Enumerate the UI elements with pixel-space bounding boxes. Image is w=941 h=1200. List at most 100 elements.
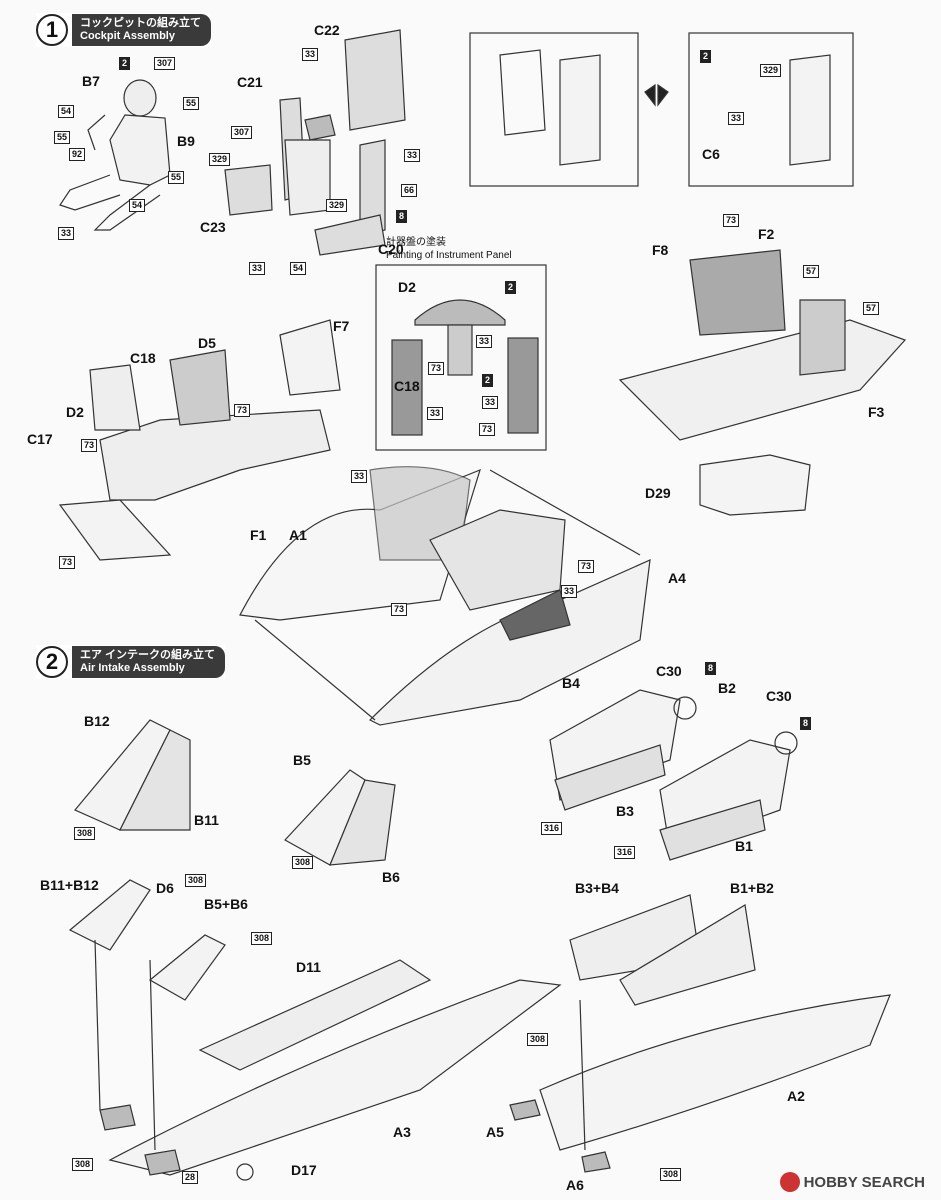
paint-callout-8-b: 8 [705, 662, 717, 675]
paint-callout-55: 55 [183, 97, 200, 110]
paint-callout-308-d: 308 [251, 932, 273, 945]
part-label-b9: B9 [177, 133, 195, 149]
part-label-b3: B3 [616, 803, 634, 819]
part-label-d17: D17 [291, 1162, 317, 1178]
paint-callout-8-c: 8 [800, 717, 812, 730]
step1-title-box: コックピットの組み立て Cockpit Assembly [72, 14, 211, 46]
part-label-a6: A6 [566, 1177, 584, 1193]
seat-drawing [224, 29, 406, 256]
paint-callout-33-e: 33 [728, 112, 745, 125]
paint-callout-308-g: 308 [660, 1168, 682, 1181]
paint-callout-73-b: 73 [428, 362, 445, 375]
paint-callout-54-c: 54 [290, 262, 307, 275]
paint-callout-33-g: 33 [482, 396, 499, 409]
part-label-b5: B5 [293, 752, 311, 768]
paint-callout-308-b: 308 [292, 856, 314, 869]
paint-callout-73-f: 73 [59, 556, 76, 569]
part-label-a2: A2 [787, 1088, 805, 1104]
paint-callout-66: 66 [401, 184, 418, 197]
paint-callout-329-c: 329 [760, 64, 782, 77]
part-label-c21: C21 [237, 74, 263, 90]
part-label-b6: B6 [382, 869, 400, 885]
paint-callout-33-c: 33 [404, 149, 421, 162]
paint-callout-57-b: 57 [863, 302, 880, 315]
step2-title-jp: エア インテークの組み立て [80, 649, 216, 661]
part-label-d2: D2 [66, 404, 84, 420]
paint-callout-33-i: 33 [351, 470, 368, 483]
part-label-b1: B1 [735, 838, 753, 854]
paint-callout-2-c: 2 [505, 281, 517, 294]
paint-callout-308: 308 [74, 827, 96, 840]
instrument-panel-title-jp: 計器盤の塗装 [386, 237, 446, 248]
paint-callout-8: 8 [396, 210, 408, 223]
part-label-f8: F8 [652, 242, 669, 258]
paint-callout-308-f: 308 [527, 1033, 549, 1046]
part-label-b1-b2: B1+B2 [730, 880, 774, 896]
paint-callout-33-f: 33 [476, 335, 493, 348]
step2-number: 2 [36, 646, 68, 678]
watermark-text: HOBBY SEARCH [803, 1173, 925, 1191]
paint-callout-33-h: 33 [427, 407, 444, 420]
part-label-a5: A5 [486, 1124, 504, 1140]
paint-callout-92: 92 [69, 148, 86, 161]
part-label-b2: B2 [718, 680, 736, 696]
part-label-d6: D6 [156, 880, 174, 896]
part-label-f2: F2 [758, 226, 775, 242]
step2-title-box: エア インテークの組み立て Air Intake Assembly [72, 646, 226, 678]
paint-callout-2-d: 2 [482, 374, 494, 387]
hobby-search-logo-icon [779, 1172, 800, 1192]
paint-callout-54-b: 54 [129, 199, 146, 212]
paint-callout-33-d: 33 [249, 262, 266, 275]
part-label-d2-panel: D2 [398, 279, 416, 295]
paint-callout-308-c: 308 [185, 874, 207, 887]
part-label-b4: B4 [562, 675, 580, 691]
paint-callout-2: 2 [119, 57, 131, 70]
paint-callout-316-b: 316 [614, 846, 636, 859]
part-label-c22: C22 [314, 22, 340, 38]
paint-callout-73-e: 73 [81, 439, 98, 452]
part-label-b12: B12 [84, 713, 110, 729]
part-label-b11-b12: B11+B12 [40, 877, 99, 893]
paint-callout-73: 73 [723, 214, 740, 227]
forward-fuselage-drawing [239, 466, 651, 726]
paint-callout-307: 307 [154, 57, 176, 70]
step2-header: 2 エア インテークの組み立て Air Intake Assembly [36, 645, 226, 679]
part-label-d29: D29 [645, 485, 671, 501]
paint-callout-73-g: 73 [391, 603, 408, 616]
part-label-f7: F7 [333, 318, 350, 334]
part-label-f1: F1 [250, 527, 267, 543]
paint-callout-329: 329 [209, 153, 231, 166]
part-label-f3: F3 [868, 404, 885, 420]
paint-callout-308-e: 308 [72, 1158, 94, 1171]
part-label-a4: A4 [668, 570, 686, 586]
step1-header: 1 コックピットの組み立て Cockpit Assembly [36, 13, 211, 47]
paint-callout-33-b: 33 [302, 48, 319, 61]
paint-callout-55-b: 55 [54, 131, 71, 144]
part-label-a1: A1 [289, 527, 307, 543]
paint-callout-33: 33 [58, 227, 75, 240]
part-label-c23: C23 [200, 219, 226, 235]
part-label-d11: D11 [296, 959, 321, 975]
part-label-c6: C6 [702, 146, 720, 162]
instrument-panel-title-en: Painting of Instrument Panel [386, 250, 512, 261]
part-label-a3: A3 [393, 1124, 411, 1140]
paint-callout-57: 57 [803, 265, 820, 278]
part-label-b7: B7 [82, 73, 100, 89]
paint-callout-73-d: 73 [234, 404, 251, 417]
step2-title-en: Air Intake Assembly [80, 662, 185, 674]
paint-callout-2-b: 2 [700, 50, 712, 63]
instrument-panel-box [375, 264, 547, 451]
part-label-c18: C18 [130, 350, 156, 366]
part-label-c17: C17 [27, 431, 53, 447]
paint-callout-28: 28 [182, 1171, 199, 1184]
part-label-c20: C20 [378, 241, 404, 257]
part-label-b3-b4: B3+B4 [575, 880, 619, 896]
part-label-c30-b: C30 [766, 688, 792, 704]
part-label-c18-panel: C18 [394, 378, 420, 394]
part-label-d5: D5 [198, 335, 216, 351]
step1-number: 1 [36, 14, 68, 46]
part-label-c30-a: C30 [656, 663, 682, 679]
part-label-b5-b6: B5+B6 [204, 896, 248, 912]
